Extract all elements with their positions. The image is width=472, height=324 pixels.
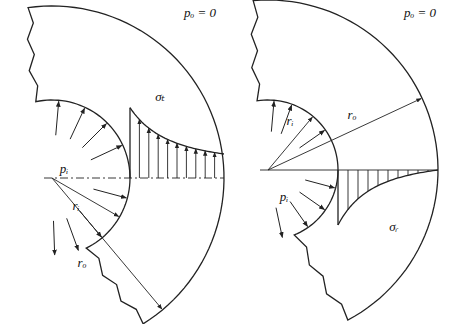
pressure-arrow [53, 221, 54, 255]
symbol-label: pₒ = 0 [404, 6, 436, 19]
pressure-arrow [70, 108, 84, 139]
axis-line [44, 178, 224, 179]
radial-stress-figure [251, 0, 438, 320]
radius-arrow [268, 99, 421, 170]
tangential-stress-figure [27, 6, 224, 324]
stress-ordinate [408, 170, 409, 175]
pressure-arrow [290, 202, 307, 227]
symbol-label: pₒ = 0 [184, 6, 216, 19]
pressure-arrow [305, 180, 334, 188]
cylinder-wall [27, 6, 224, 324]
cylinder-wall [251, 0, 438, 320]
symbol-label: rₒ [78, 256, 87, 269]
stress-ordinate [167, 139, 168, 178]
stress-curve [338, 170, 438, 225]
radius-arrow [52, 178, 162, 309]
pressure-arrow [56, 101, 59, 135]
stress-ordinate [378, 170, 379, 186]
radius-arrow [52, 178, 119, 217]
pressure-arrow [91, 145, 122, 159]
symbol-label: rᵢ [286, 114, 293, 127]
stress-ordinate [428, 170, 429, 171]
stress-ordinate [139, 120, 140, 178]
symbol-label: σₜ [155, 90, 165, 103]
symbol-label: rᵢ [72, 199, 79, 212]
stress-ordinate [358, 170, 359, 199]
stress-ordinate [177, 143, 178, 178]
stress-ordinate [368, 170, 369, 191]
stress-ordinate [214, 153, 215, 178]
stress-ordinate [388, 170, 389, 181]
stress-ordinate [129, 108, 130, 178]
symbol-label: σᵣ [389, 220, 399, 233]
symbol-label: rₒ [348, 108, 357, 121]
symbol-label: pᵢ [60, 162, 69, 175]
stress-ordinate [418, 170, 419, 173]
stress-ordinate [148, 128, 149, 178]
stress-ordinate [186, 146, 187, 178]
stress-ordinate [337, 170, 338, 225]
pressure-arrow [93, 189, 126, 198]
axis-line [260, 170, 438, 171]
pressure-arrow [271, 101, 274, 131]
pressure-arrow [67, 218, 79, 250]
pressure-arrow [276, 208, 282, 238]
stress-ordinate [195, 149, 196, 178]
stress-ordinate [398, 170, 399, 178]
stress-ordinate [158, 135, 159, 178]
pressure-arrow [300, 192, 325, 209]
pressure-arrow [82, 124, 106, 148]
stress-ordinate [205, 151, 206, 178]
symbol-label: pᵢ [280, 190, 289, 203]
stress-ordinate [348, 170, 349, 209]
